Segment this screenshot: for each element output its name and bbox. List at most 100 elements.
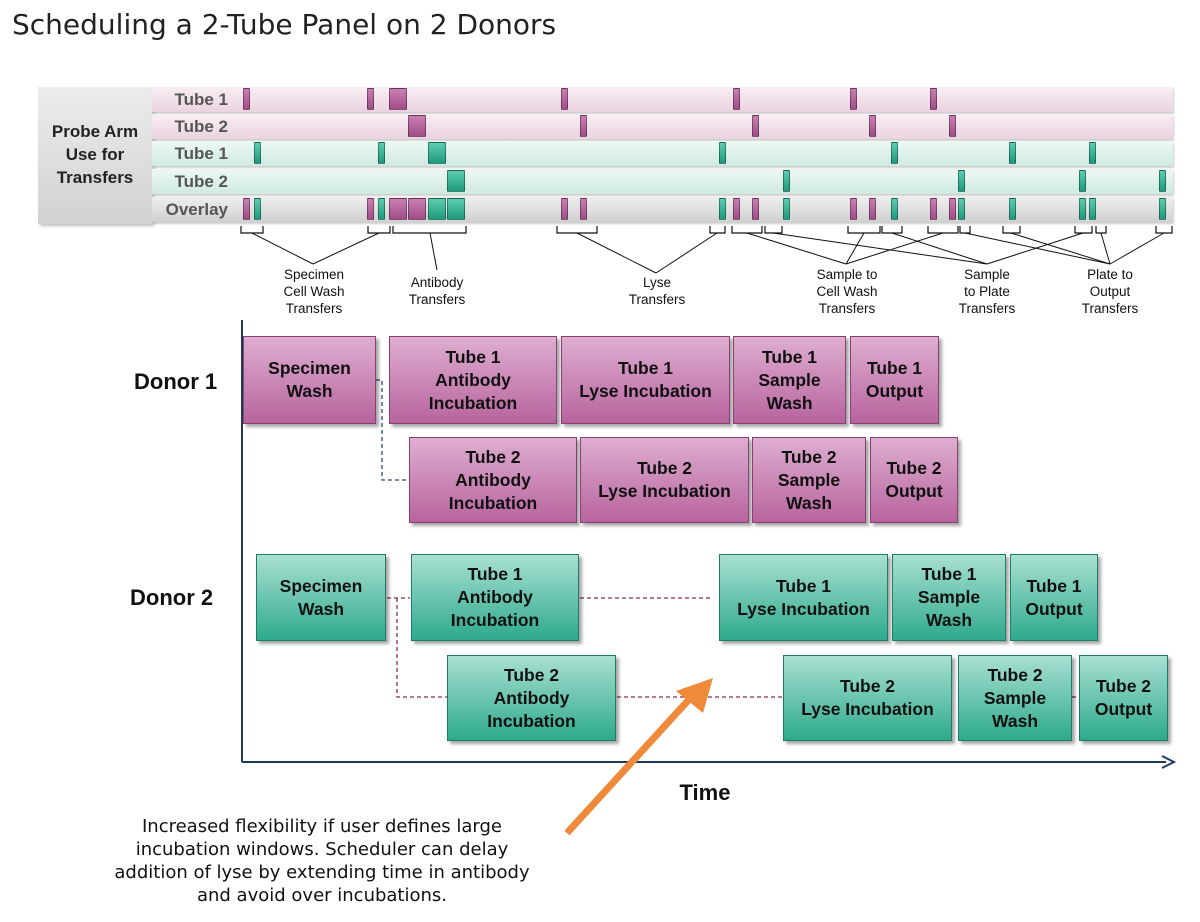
d2-tube1-output: Tube 1 Output [1010,554,1098,641]
transfer-mark [958,170,965,192]
bracket [1155,226,1173,234]
lane-donor2-tube1: Tube 1 [152,141,1173,166]
box-label: Tube 1 Output [865,358,924,401]
transfer-mark [930,198,937,220]
box-label: Tube 2 Sample Wash [983,664,1047,731]
box-label: Tube 2 Lyse Incubation [801,676,934,719]
donor-1-label: Donor 1 [134,369,218,394]
transfer-mark [243,198,250,220]
box-label: Tube 1 Antibody Incubation [428,346,518,413]
transfer-mark [378,142,385,164]
d1-tube1-output: Tube 1 Output [850,336,939,424]
d2-tube2-sample-wash: Tube 2 Sample Wash [958,655,1072,741]
transfer-mark [367,88,374,110]
annotation-sample-plate-transfers: Sample to Plate Transfers [958,267,1016,316]
d1-tube2-antibody-incubation: Tube 2 Antibody Incubation [409,437,577,523]
bracket [959,226,971,234]
transfer-mark [733,88,740,110]
transfer-mark [378,198,385,220]
lane-label: Tube 2 [174,172,228,191]
transfer-mark [850,198,857,220]
x-axis-arrowhead [1161,755,1177,769]
flexibility-arrow [564,691,697,836]
bracket [392,226,467,234]
time-axis-label: Time [679,780,731,805]
d2-tube1-sample-wash: Tube 1 Sample Wash [892,554,1006,641]
dependency-lines [376,379,1078,698]
d2-tube1-lyse-incubation: Tube 1 Lyse Incubation [719,554,888,641]
d2-tube1-antibody-incubation: Tube 1 Antibody Incubation [411,554,579,641]
bracket [367,226,391,234]
transfer-mark [408,115,426,137]
annotation-connectors [251,232,1165,274]
transfer-mark [752,115,759,137]
box-label: Tube 1 Sample Wash [758,346,821,413]
transfer-mark [447,198,465,220]
transfer-mark [949,115,956,137]
transfer-mark [1009,142,1016,164]
transfer-mark [850,88,857,110]
transfer-mark [783,198,790,220]
d1-tube2-sample-wash: Tube 2 Sample Wash [752,437,866,523]
transfer-mark [254,198,261,220]
transfer-mark [367,198,374,220]
lane-label: Tube 1 [174,90,228,109]
transfer-mark [733,198,740,220]
transfer-mark [243,88,250,110]
box-label: Tube 2 Antibody Incubation [448,446,538,513]
annotation-antibody-transfers: Antibody Transfers [408,275,466,307]
box-label: Tube 1 Lyse Incubation [737,575,870,619]
transfer-mark [930,88,937,110]
transfer-mark [752,198,759,220]
transfer-mark [389,198,407,220]
box-label: Specimen Wash [279,575,363,619]
transfer-mark [958,198,965,220]
d2-tube2-output: Tube 2 Output [1079,655,1168,741]
transfer-brackets [240,226,1173,234]
transfer-mark [1089,142,1096,164]
transfer-mark [447,170,465,192]
d1-tube2-lyse-incubation: Tube 2 Lyse Incubation [580,437,749,523]
transfer-mark [719,142,726,164]
flexibility-arrowhead [676,678,713,713]
lane-donor1-tube2: Tube 2 [152,114,1173,139]
bracket [1095,226,1107,234]
lane-label: Tube 1 [174,144,228,163]
page-title: Scheduling a 2-Tube Panel on 2 Donors [12,8,557,41]
bracket [556,226,598,234]
transfer-mark [949,198,956,220]
transfer-mark [428,198,446,220]
d2-specimen-wash: Specimen Wash [256,554,386,641]
transfer-mark [1009,198,1016,220]
d1-specimen-wash: Specimen Wash [243,336,376,424]
box-label: Tube 2 Antibody Incubation [487,664,576,731]
annotation-lyse-transfers: Lyse Transfers [628,275,686,307]
d1-tube2-output: Tube 2 Output [870,437,958,523]
lane-donor2-tube2: Tube 2 [152,169,1173,194]
transfer-mark [1159,170,1166,192]
transfer-mark [869,115,876,137]
bracket [881,226,903,234]
box-label: Specimen Wash [268,358,351,401]
annotation-plate-output-transfers: Plate to Output Transfers [1081,267,1139,316]
bracket [240,226,264,234]
box-label: Tube 1 Lyse Incubation [579,358,712,401]
transfer-mark [719,198,726,220]
box-label: Tube 2 Output [1094,676,1153,719]
bracket [731,226,763,234]
box-label: Tube 2 Lyse Incubation [598,458,731,501]
probe-arm-label: Probe Arm Use for Transfers [51,122,139,187]
bracket [847,226,881,234]
transfer-mark [1159,198,1166,220]
transfer-mark [561,198,568,220]
transfer-mark [580,115,587,137]
transfer-mark [891,198,898,220]
transfer-mark [254,142,261,164]
transfer-mark [1079,198,1086,220]
transfer-mark [428,142,446,164]
transfer-mark [561,88,568,110]
transfer-mark [869,198,876,220]
lane-label: Overlay [165,200,228,219]
transfer-mark [1089,198,1096,220]
